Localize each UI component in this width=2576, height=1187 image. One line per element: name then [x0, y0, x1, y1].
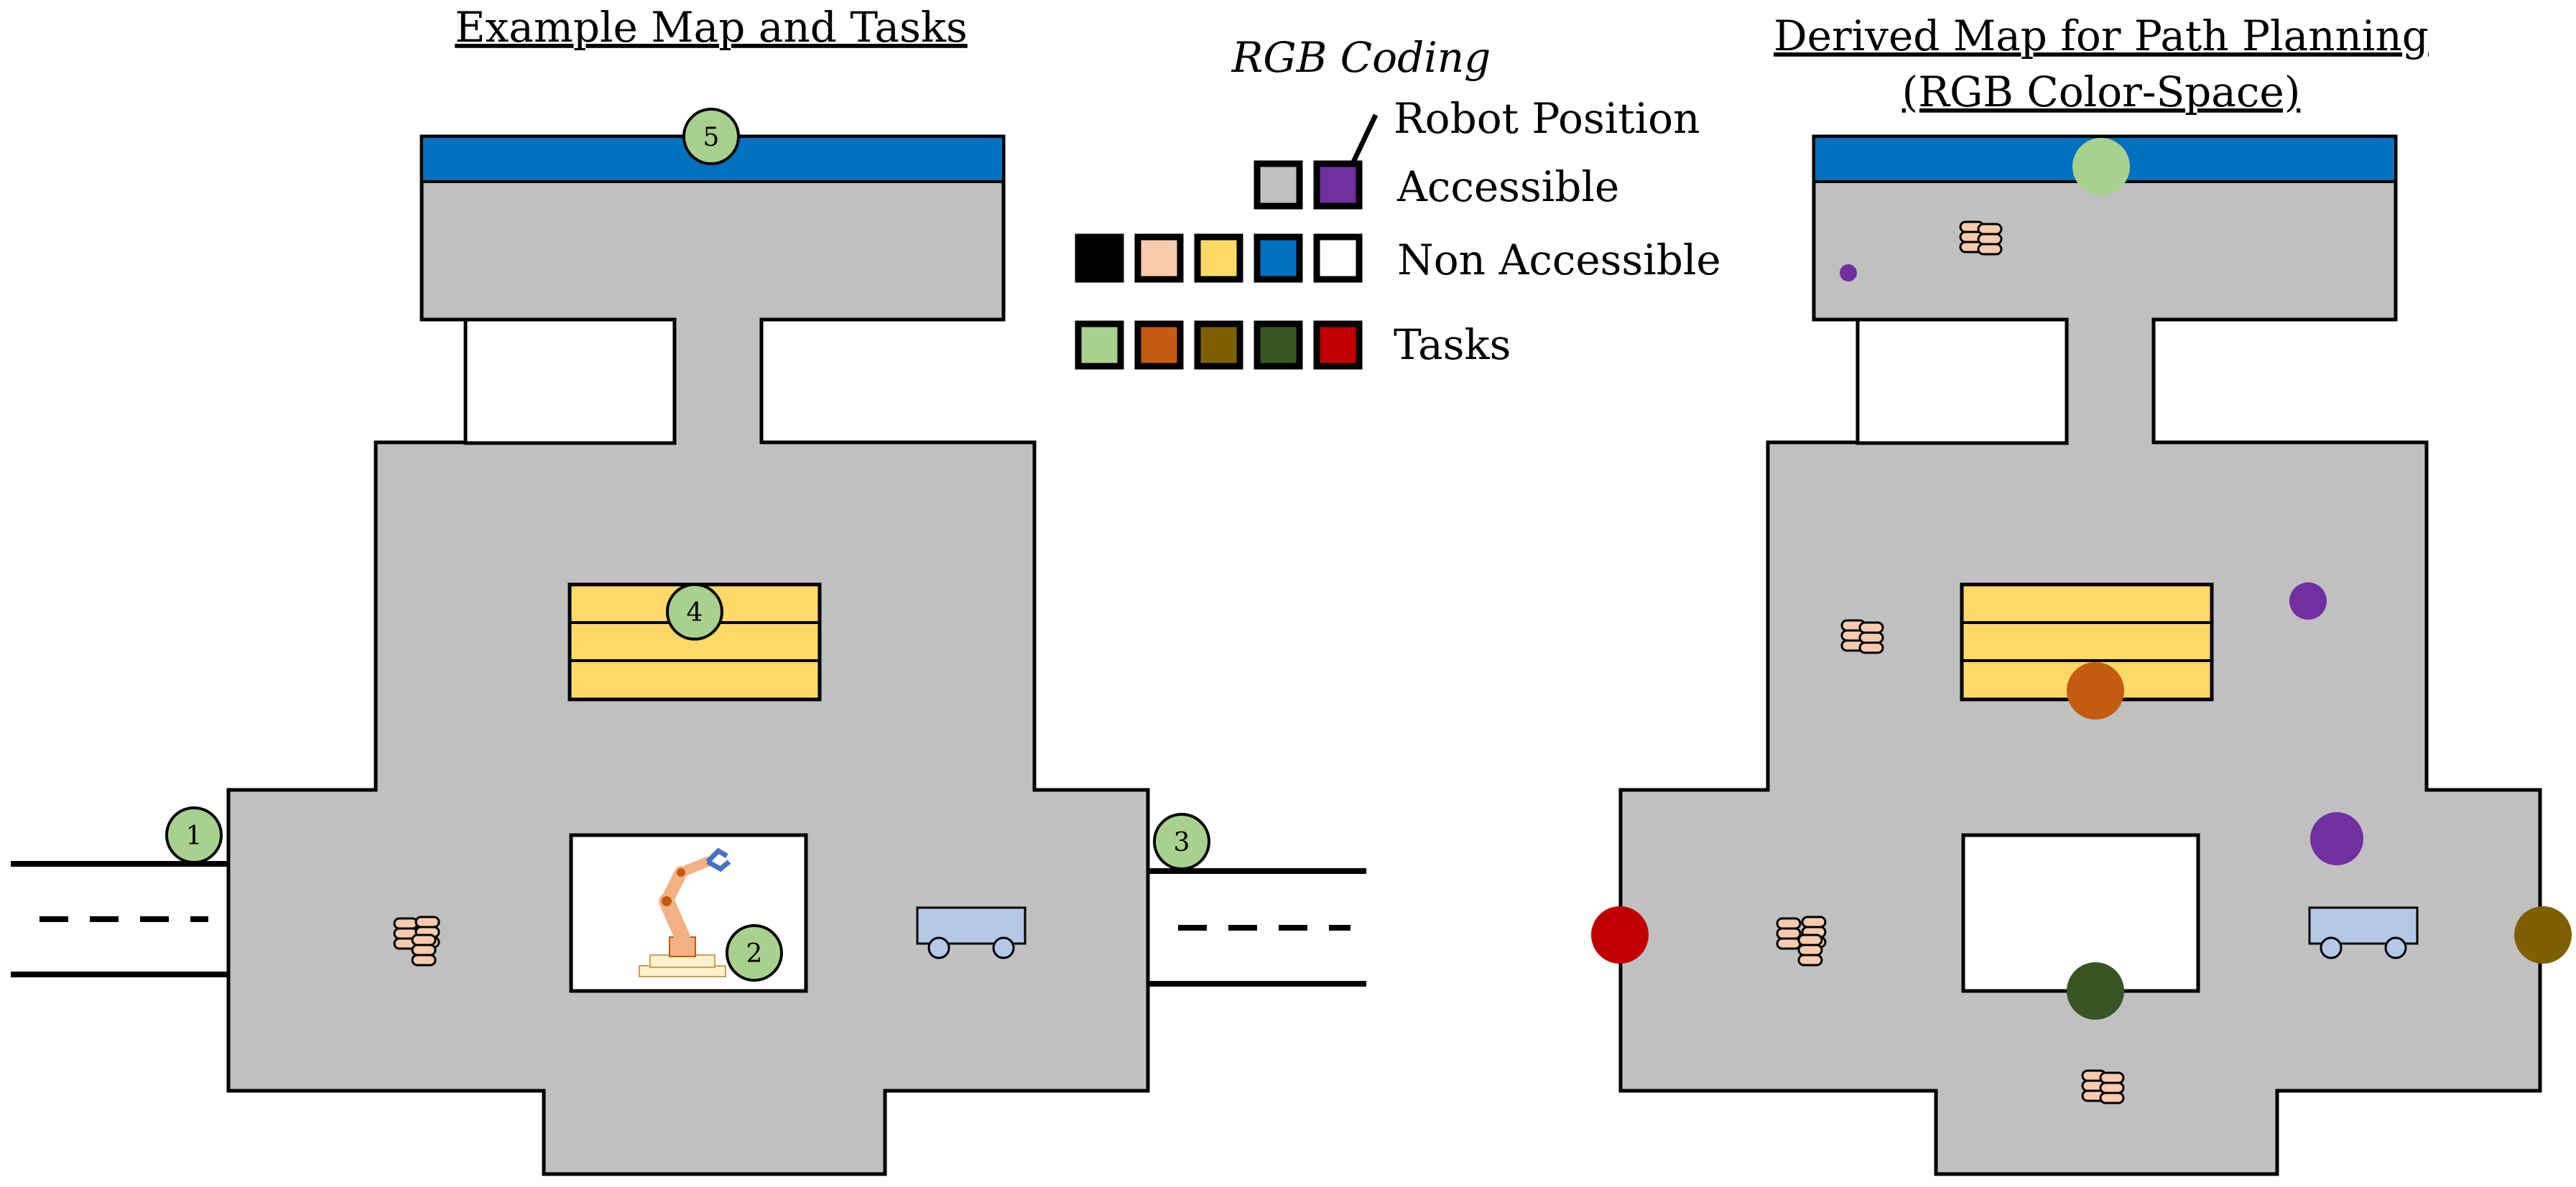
derived-white-obstacle: [1855, 317, 2069, 445]
swatch-task-4: [1254, 320, 1303, 370]
swatch-floor: [1254, 160, 1303, 210]
task-2-position: [2067, 662, 2124, 720]
barrels-icon: [1858, 621, 1884, 654]
task-5-position: [1591, 906, 1649, 964]
non-accessible-label: Non Accessible: [1397, 236, 1721, 284]
barrels-icon: [1977, 223, 2003, 256]
right-road: [1148, 868, 1366, 987]
right-panel-title-line1: Derived Map for Path Planning: [1774, 11, 2429, 60]
svg-text:5: 5: [703, 123, 720, 152]
derived-robot-cell: [1961, 833, 2200, 993]
task-1-position: [2072, 138, 2130, 195]
svg-text:4: 4: [687, 598, 703, 628]
legend-heading: RGB Coding: [1231, 33, 1491, 82]
swatch-task-3: [1194, 320, 1243, 370]
task-marker-5: 5: [682, 108, 740, 165]
task-marker-3: 3: [1153, 813, 1210, 870]
swatch-task-5: [1313, 320, 1363, 370]
barrels-icon: [1797, 934, 1823, 967]
right-map: Derived Map for Path Planning (RGB Color…: [1591, 11, 2572, 1174]
robot-position-marker: [2310, 812, 2363, 865]
robot-position-label: Robot Position: [1394, 94, 1700, 143]
swatch-task-1: [1075, 320, 1124, 370]
tasks-label: Tasks: [1394, 320, 1511, 369]
left-panel-title: Example Map and Tasks: [455, 3, 968, 52]
white-obstacle: [463, 317, 677, 445]
swatch-robot-position: [1313, 160, 1363, 210]
task-3-position: [2514, 906, 2572, 964]
right-panel-title-line2: (RGB Color-Space): [1902, 68, 2301, 116]
robot-position-marker: [1840, 264, 1857, 281]
swatch-task-2: [1134, 320, 1184, 370]
swatch-barrels: [1134, 233, 1184, 283]
accessible-label: Accessible: [1396, 162, 1619, 211]
left-map: Example Map and Tasks: [11, 3, 1366, 1174]
swatch-shelves: [1194, 233, 1243, 283]
swatch-white: [1313, 233, 1363, 283]
svg-text:1: 1: [186, 821, 203, 851]
svg-text:3: 3: [1174, 828, 1190, 857]
svg-text:2: 2: [746, 939, 763, 969]
barrels-icon: [2099, 1071, 2125, 1104]
swatch-black: [1075, 233, 1124, 283]
task-marker-1: 1: [165, 806, 223, 864]
robot-position-marker: [2289, 582, 2327, 620]
barrels-icon: [411, 934, 437, 967]
task-marker-2: 2: [726, 924, 783, 982]
legend: RGB Coding Robot Position Accessible Non…: [1075, 33, 1721, 370]
task-marker-4: 4: [666, 583, 723, 641]
robot-arm-icon: [639, 847, 731, 977]
task-4-position: [2067, 962, 2124, 1020]
left-road: [11, 861, 228, 977]
barrels-icon: [1776, 917, 1802, 950]
swatch-water: [1254, 233, 1303, 283]
